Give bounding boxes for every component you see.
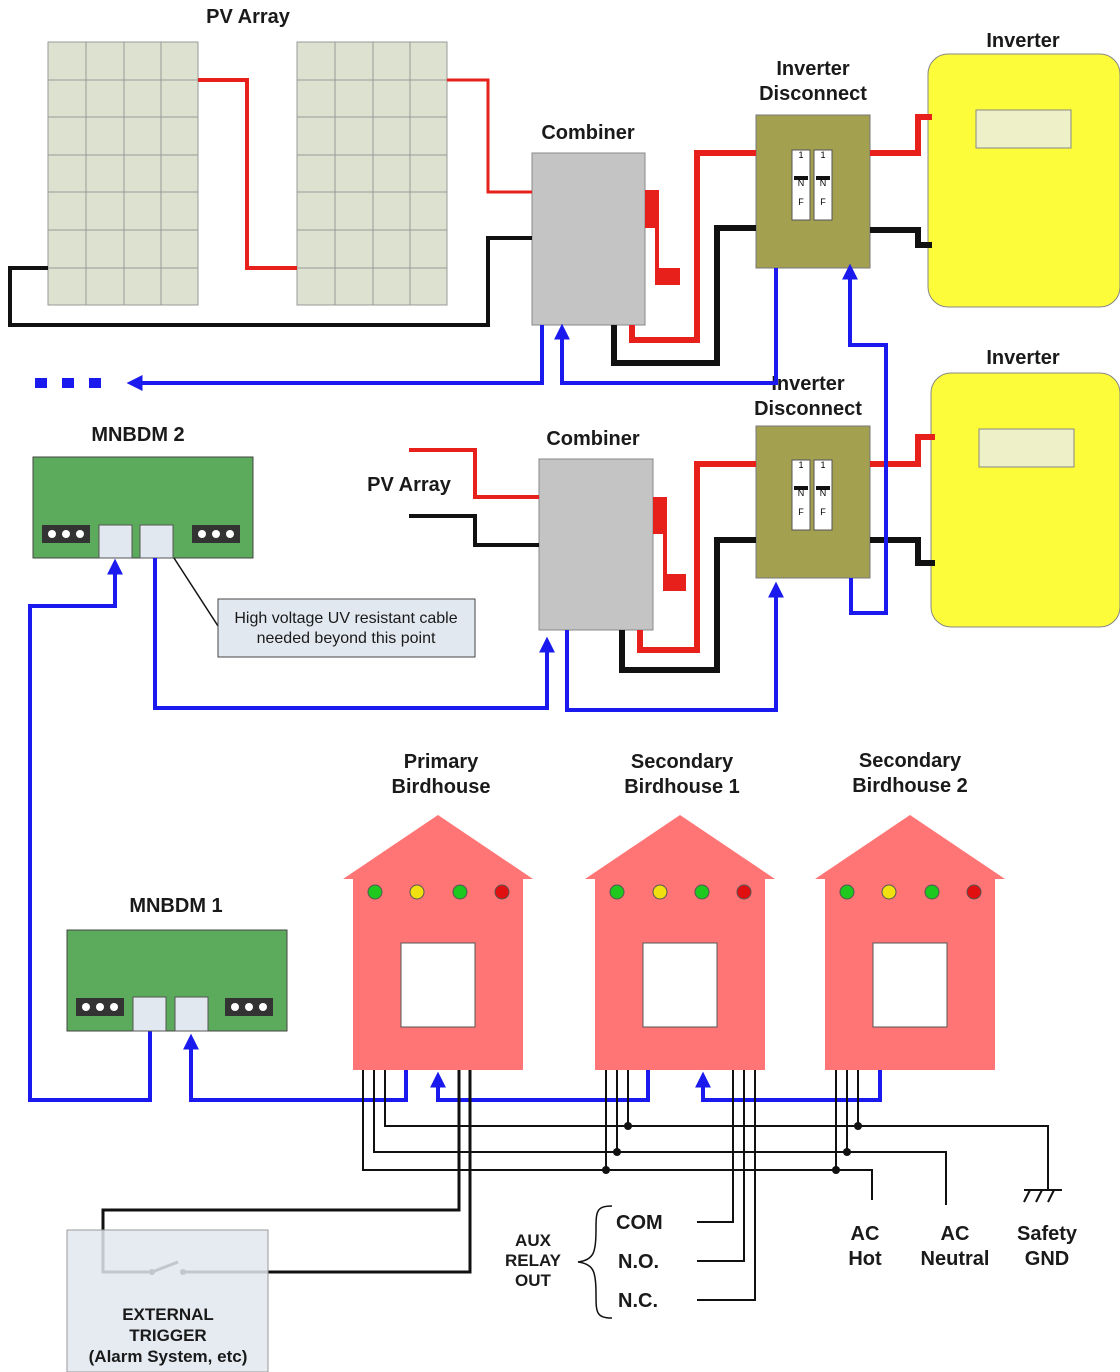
callout-box: [217, 598, 476, 658]
ac-neutral-label-line2: Neutral: [921, 1248, 990, 1270]
ac-power-bus: [362, 1070, 1049, 1205]
inverter-1-box: [927, 53, 1120, 308]
disconnect-2-box: [755, 425, 871, 579]
combiner-1-label: Combiner: [541, 122, 635, 144]
mnbdm-2-label: MNBDM 2: [91, 424, 184, 446]
mnbdm-1-label: MNBDM 1: [129, 895, 222, 917]
inverter-1-label: Inverter: [986, 30, 1060, 52]
disconnect-2-breaker-pair: 1 1 N N F F: [791, 459, 833, 531]
combiner-2-fuse-bus: [653, 497, 686, 591]
combiner-1-fuse-bus: [645, 190, 680, 285]
combiner-2-label: Combiner: [546, 428, 640, 450]
callout-leader: [173, 557, 219, 627]
mnbdm-1-board: [66, 929, 288, 1032]
inverter-2-label: Inverter: [986, 347, 1060, 369]
comm-cables-lower: [183, 1033, 882, 1102]
solar-panel-right: [296, 41, 448, 306]
pv-array-top-label: PV Array: [206, 6, 291, 28]
pv-array-top: PV Array: [47, 6, 448, 306]
comm-cables-upper: [28, 263, 888, 1102]
secondary-birdhouse-1-label-line1: Secondary: [631, 751, 734, 773]
breaker-on-mark-1a: N: [798, 178, 805, 188]
solar-panel-left: [47, 41, 199, 306]
breaker-mark-2a: 1: [798, 460, 803, 470]
aux-label-line2: RELAY: [505, 1251, 562, 1270]
trigger-label-line1: EXTERNAL: [122, 1305, 214, 1324]
trigger-label-line2: TRIGGER: [129, 1326, 206, 1345]
breaker-off-mark-2a: F: [798, 507, 804, 517]
breaker-mark-2b: 1: [820, 460, 825, 470]
disconnect-1-box: [755, 114, 871, 269]
safety-ground-symbol: [1023, 1189, 1062, 1203]
disconnect-1-label-line1: Inverter: [776, 58, 850, 80]
secondary-birdhouse-2-label-line2: Birdhouse 2: [852, 775, 968, 797]
ac-neutral-label-line1: AC: [941, 1223, 970, 1245]
disconnect-1-label-line2: Disconnect: [759, 83, 867, 105]
secondary-birdhouse-1-label-line2: Birdhouse 1: [624, 776, 740, 798]
pv-array-mid-label: PV Array: [367, 474, 452, 496]
primary-birdhouse: [343, 815, 533, 1070]
primary-birdhouse-label-line2: Birdhouse: [392, 776, 491, 798]
inverter-1-display: [975, 109, 1072, 149]
aux-label-line1: AUX: [515, 1231, 552, 1250]
breaker-off-mark-1b: F: [820, 197, 826, 207]
aux-com-label: COM: [616, 1212, 663, 1234]
ac-hot-label-line2: Hot: [848, 1248, 882, 1270]
aux-no-label: N.O.: [618, 1251, 659, 1273]
breaker-on-mark-2b: N: [820, 488, 827, 498]
combiner-2-box: [538, 458, 654, 631]
aux-relay-wiring: [697, 1070, 756, 1301]
breaker-on-mark-1b: N: [820, 178, 827, 188]
secondary-birdhouse-2-label-line1: Secondary: [859, 750, 962, 772]
safety-gnd-label-line1: Safety: [1017, 1223, 1078, 1245]
breaker-mark-1b: 1: [820, 150, 825, 160]
safety-gnd-label-line2: GND: [1025, 1248, 1069, 1270]
breaker-on-mark-2a: N: [798, 488, 805, 498]
aux-label-line3: OUT: [515, 1271, 552, 1290]
mnbdm-2-board: [32, 456, 254, 559]
aux-brace: [577, 1205, 613, 1319]
callout-text-line1: High voltage UV resistant cable: [234, 610, 457, 627]
bus-junction-dots: [602, 1122, 862, 1174]
external-trigger-box: [66, 1229, 269, 1372]
callout-text-line2: needed beyond this point: [257, 630, 436, 647]
secondary-birdhouse-2: [815, 815, 1005, 1070]
wiring-mid-system: [409, 434, 935, 673]
aux-nc-label: N.C.: [618, 1290, 658, 1312]
breaker-mark-1a: 1: [798, 150, 803, 160]
disconnect-2-label-line1: Inverter: [771, 373, 845, 395]
primary-birdhouse-label-line1: Primary: [404, 751, 479, 773]
continuation-dots: [35, 378, 101, 388]
secondary-birdhouse-1: [585, 815, 775, 1070]
wiring-top-system: [8, 78, 932, 366]
inverter-2-box: [930, 372, 1120, 628]
breaker-off-mark-2b: F: [820, 507, 826, 517]
combiner-1-box: [531, 152, 646, 326]
ac-hot-label-line1: AC: [851, 1223, 880, 1245]
breaker-off-mark-1a: F: [798, 197, 804, 207]
trigger-label-line3: (Alarm System, etc): [89, 1347, 248, 1366]
disconnect-1-breaker-pair: 1 1 N N F F: [791, 149, 833, 221]
disconnect-2-label-line2: Disconnect: [754, 398, 862, 420]
inverter-2-display: [978, 428, 1075, 468]
